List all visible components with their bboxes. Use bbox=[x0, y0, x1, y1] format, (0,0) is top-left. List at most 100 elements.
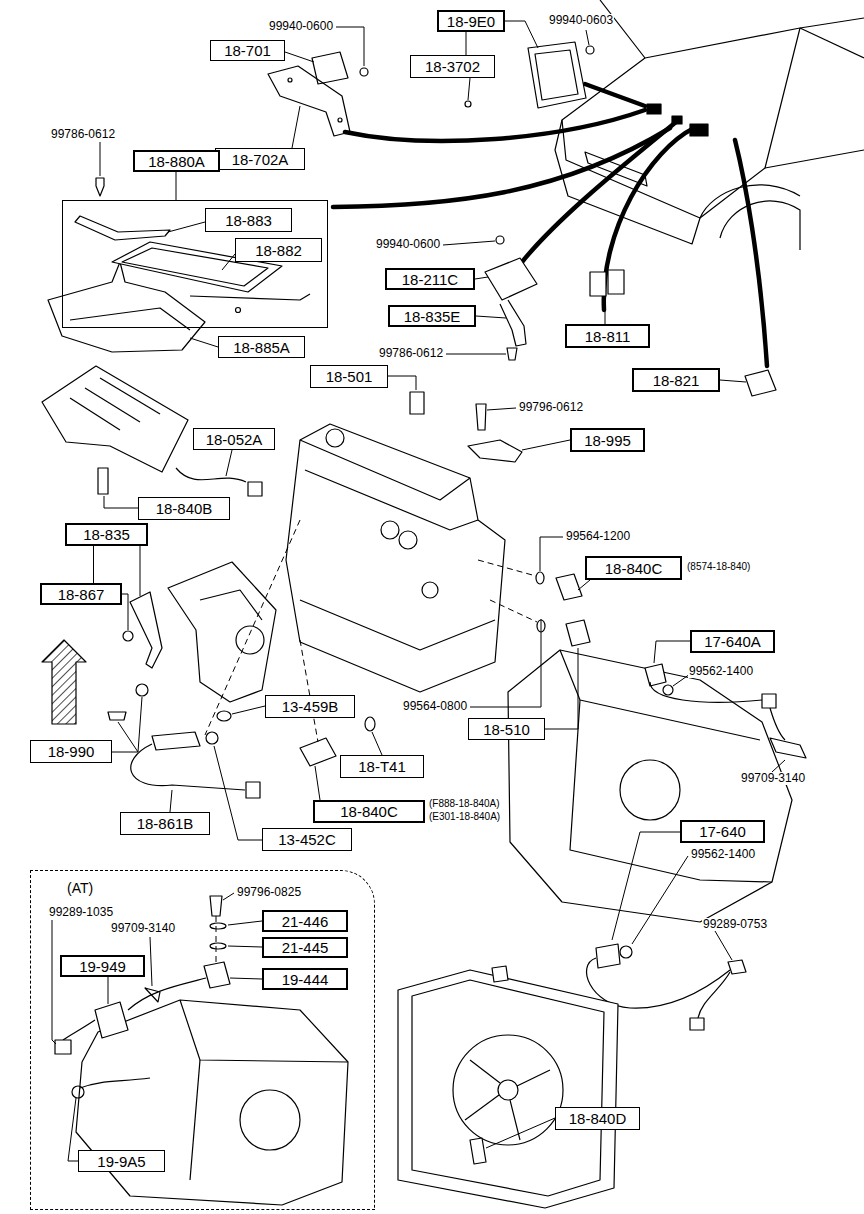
drawing-stroke bbox=[556, 574, 582, 600]
part-number-box: 18-840C bbox=[585, 556, 682, 580]
part-number-box: 18-052A bbox=[193, 428, 275, 450]
drawing-stroke bbox=[168, 222, 205, 232]
part-number: 18-211C bbox=[402, 271, 458, 288]
drawing-stroke bbox=[63, 1020, 95, 1040]
part-number: 18-840B bbox=[156, 500, 213, 517]
drawing-stroke bbox=[566, 620, 590, 646]
drawing-stroke bbox=[200, 590, 262, 620]
drawing-stroke bbox=[180, 1000, 348, 1062]
drawing-stroke bbox=[476, 316, 506, 318]
callout-number: 99562-1400 bbox=[690, 848, 756, 861]
drawing-stroke bbox=[470, 619, 541, 707]
callout-number: (E301-18-840A) bbox=[428, 810, 501, 823]
part-number: 13-452C bbox=[278, 831, 336, 848]
part-number: 18-510 bbox=[483, 721, 530, 738]
drawing-stroke bbox=[75, 216, 170, 240]
part-number-box: 18-811 bbox=[565, 324, 650, 348]
part-number: 18-861B bbox=[137, 815, 194, 832]
drawing-stroke bbox=[596, 944, 620, 968]
drawing-stroke bbox=[762, 694, 776, 708]
drawing-stroke bbox=[585, 84, 645, 106]
drawing-stroke bbox=[230, 978, 262, 979]
drawing-stroke bbox=[475, 277, 488, 279]
drawing-stroke bbox=[246, 782, 260, 798]
drawing-stroke bbox=[95, 1002, 128, 1038]
drawing-stroke bbox=[590, 272, 606, 296]
callout-number: 99940-0603 bbox=[548, 14, 614, 27]
drawing-stroke bbox=[765, 150, 864, 168]
drawing-stroke bbox=[600, 0, 864, 58]
part-number: 18-702A bbox=[232, 151, 289, 168]
drawing-stroke bbox=[228, 921, 262, 925]
drawing-stroke bbox=[226, 450, 232, 476]
drawing-stroke bbox=[122, 594, 128, 630]
drawing-stroke bbox=[800, 28, 864, 58]
part-number-box: 18-840C bbox=[313, 800, 425, 823]
drawing-stroke bbox=[236, 626, 264, 654]
drawing-stroke bbox=[528, 42, 586, 108]
assembly-link bbox=[466, 32, 467, 55]
drawing-stroke bbox=[720, 201, 800, 250]
part-number-box: 18-501 bbox=[310, 365, 388, 388]
drawing-stroke bbox=[478, 560, 536, 576]
part-number-box: 19-949 bbox=[60, 955, 145, 977]
drawing-stroke bbox=[152, 732, 200, 750]
drawing-stroke bbox=[176, 172, 177, 200]
drawing-stroke bbox=[620, 946, 632, 958]
drawing-stroke bbox=[140, 546, 141, 596]
drawing-stroke bbox=[236, 308, 241, 313]
part-number-box: 18-211C bbox=[385, 268, 475, 290]
drawing-stroke bbox=[608, 270, 624, 294]
drawing-stroke bbox=[336, 27, 364, 66]
part-number: 18-885A bbox=[233, 339, 290, 356]
drawing-stroke bbox=[470, 1060, 500, 1083]
drawing-stroke bbox=[131, 744, 245, 790]
drawing-stroke bbox=[42, 366, 188, 472]
drawing-stroke bbox=[772, 760, 785, 772]
callout-number: (F888-18-840A) bbox=[428, 797, 501, 810]
part-number: 18-840C bbox=[340, 803, 398, 820]
drawing-stroke bbox=[176, 468, 246, 482]
drawing-stroke bbox=[490, 600, 537, 622]
drawing-stroke bbox=[381, 521, 399, 539]
drawing-stroke bbox=[645, 664, 666, 686]
part-number-box: 18-821 bbox=[632, 368, 720, 392]
drawing-stroke bbox=[522, 122, 676, 262]
part-number: 18-840D bbox=[569, 1110, 627, 1127]
drawing-stroke bbox=[468, 78, 470, 100]
part-number-box: 17-640A bbox=[690, 630, 775, 653]
assembly-link bbox=[93, 546, 94, 583]
drawing-stroke bbox=[498, 1080, 518, 1100]
drawing-stroke bbox=[72, 1086, 84, 1098]
drawing-stroke bbox=[190, 294, 310, 300]
drawing-stroke bbox=[128, 978, 206, 1010]
drawing-stroke bbox=[604, 128, 694, 310]
drawing-stroke bbox=[505, 21, 538, 48]
drawing-stroke bbox=[100, 142, 101, 176]
part-number: 19-9A5 bbox=[97, 1153, 145, 1170]
part-number-box: 18-T41 bbox=[340, 755, 424, 778]
drawing-stroke bbox=[398, 970, 618, 1208]
drawing-stroke bbox=[190, 1060, 200, 1180]
drawing-stroke bbox=[446, 354, 506, 355]
drawing-stroke bbox=[170, 790, 172, 812]
leader-line bbox=[52, 21, 785, 1161]
drawing-stroke bbox=[268, 66, 350, 136]
drawing-stroke bbox=[288, 78, 292, 82]
drawing-stroke bbox=[560, 650, 760, 740]
part-number-box: 17-640 bbox=[680, 820, 765, 843]
drawing-stroke bbox=[80, 1078, 150, 1088]
drawing-stroke bbox=[496, 236, 504, 244]
drawing-stroke bbox=[360, 68, 368, 76]
part-number-box: 18-882 bbox=[235, 238, 322, 262]
drawing-stroke bbox=[214, 746, 262, 840]
drawing-stroke bbox=[476, 404, 486, 430]
drawing-stroke bbox=[168, 562, 276, 702]
part-number: 18-880A bbox=[133, 150, 220, 172]
drawing-stroke bbox=[650, 682, 762, 702]
drawing-stroke bbox=[300, 440, 470, 500]
part-number-box: 19-444 bbox=[262, 968, 348, 990]
drawing-stroke bbox=[365, 717, 375, 731]
drawing-stroke bbox=[486, 1118, 555, 1148]
drawing-stroke bbox=[770, 738, 806, 758]
